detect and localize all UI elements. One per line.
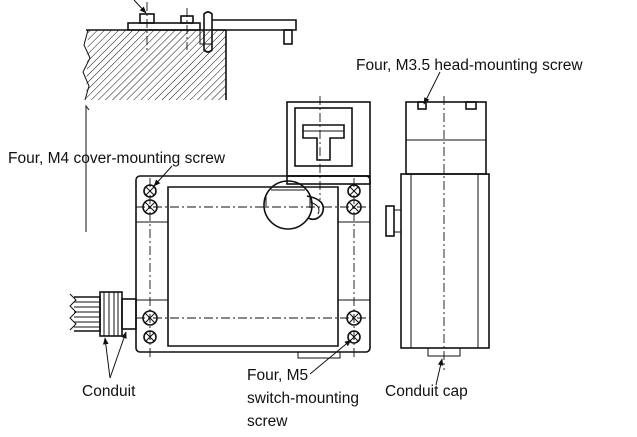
top-section-view <box>82 0 297 232</box>
switch-screw-label-line1: Four, M5 <box>247 367 308 384</box>
head-screw-label: Four, M3.5 head-mounting screw <box>356 57 583 74</box>
front-body <box>135 175 371 360</box>
side-view <box>385 96 490 370</box>
round-cap <box>263 180 325 230</box>
conduit-cap-label: Conduit cap <box>385 383 468 400</box>
switch-screw-label-line3: screw <box>247 413 288 430</box>
cover-screw-label: Four, M4 cover-mounting screw <box>8 150 226 167</box>
front-head <box>286 96 371 200</box>
conduit-label: Conduit <box>82 383 136 400</box>
switch-screw-label-line2: switch-mounting <box>247 390 359 407</box>
conduit-fitting <box>69 291 137 337</box>
leaders <box>103 71 444 386</box>
